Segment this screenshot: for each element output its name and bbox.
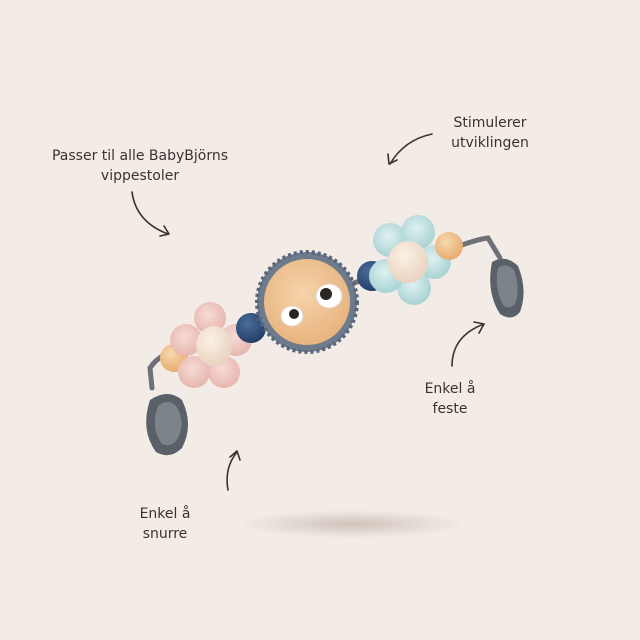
floor-shadow [240,510,464,538]
label-stimulates-development-line2: utviklingen [451,135,529,151]
label-easy-to-spin: Enkel å snurre [120,504,210,544]
googly-eye-right [315,283,343,309]
label-easy-to-spin-line1: Enkel å [139,506,191,522]
arrow-top-left [131,191,170,237]
right-peach-bead [435,232,463,260]
arrow-bottom-left [226,450,241,491]
center-disc [255,250,359,354]
label-easy-to-attach: Enkel å feste [405,379,495,419]
right-clip [490,258,524,318]
label-stimulates-development: Stimulerer utviklingen [420,113,560,153]
label-easy-to-attach-line1: Enkel å [424,381,476,397]
arrow-right [451,321,485,367]
label-stimulates-development-line1: Stimulerer [453,115,527,131]
pink-flower [170,302,252,388]
mint-flower [369,215,451,305]
label-fits-all-bouncers: Passer til alle BabyBjörns vippestoler [40,146,240,186]
label-fits-all-bouncers-line2: vippestoler [100,168,180,184]
label-easy-to-spin-line2: snurre [142,526,188,542]
arrow-top-right [387,133,433,165]
left-clip [146,394,188,456]
label-easy-to-attach-line2: feste [432,401,468,417]
googly-eye-left [280,305,304,327]
label-fits-all-bouncers-line1: Passer til alle BabyBjörns [51,148,229,164]
